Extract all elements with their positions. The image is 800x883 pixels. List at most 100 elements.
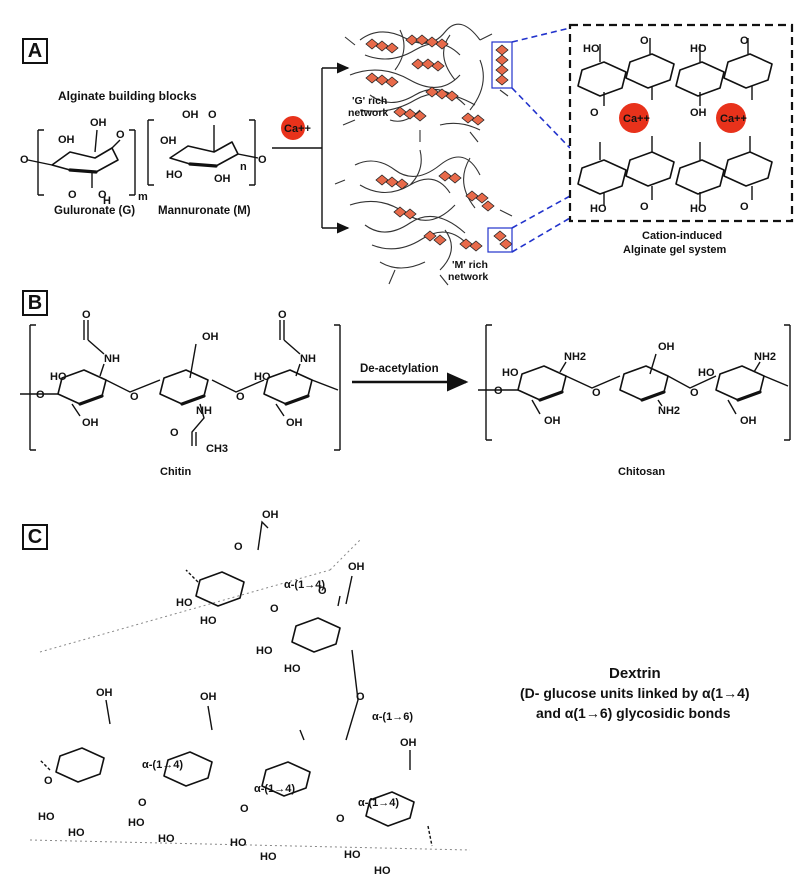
svg-text:O: O (116, 129, 125, 141)
svg-text:O: O (130, 391, 139, 403)
svg-text:CH3: CH3 (206, 443, 228, 455)
svg-text:O: O (278, 309, 287, 321)
svg-text:HO: HO (284, 663, 301, 675)
svg-text:α-(1→4): α-(1→4) (142, 759, 183, 771)
svg-text:OH: OH (200, 691, 217, 703)
chitin-structure: O O O NH O NH O HO HO OH OH OH NH O CH3 (20, 309, 341, 455)
deacetylation-label: De-acetylation (360, 363, 439, 375)
svg-text:OH: OH (658, 341, 675, 353)
svg-text:α-(1→4): α-(1→4) (284, 579, 325, 591)
repeat-n: n (240, 161, 247, 173)
svg-text:O: O (98, 189, 107, 201)
panel-a-badge: A (22, 38, 48, 64)
panel-b: O O O NH O NH O HO HO OH OH OH NH O CH3 … (20, 309, 791, 478)
svg-text:OH: OH (214, 173, 231, 185)
svg-text:O: O (356, 691, 365, 703)
guluronate-structure: O OH OH O O O H m (20, 117, 148, 207)
svg-text:O: O (336, 813, 345, 825)
svg-text:HO: HO (374, 865, 391, 877)
svg-text:HO: HO (200, 615, 217, 627)
svg-text:OH: OH (286, 417, 303, 429)
svg-text:O: O (592, 387, 601, 399)
svg-text:HO: HO (50, 371, 67, 383)
svg-text:NH2: NH2 (564, 351, 586, 363)
svg-text:OH: OH (262, 509, 279, 521)
zoom-lines (511, 27, 571, 253)
svg-text:HO: HO (590, 203, 607, 215)
svg-text:HO: HO (256, 645, 273, 657)
svg-text:O: O (170, 427, 179, 439)
panel-a: Alginate building blocks O OH OH O O O H… (20, 23, 794, 286)
svg-text:HO: HO (158, 833, 175, 845)
svg-text:'M' rich: 'M' rich (452, 259, 488, 271)
svg-text:OH: OH (544, 415, 561, 427)
svg-text:O: O (234, 541, 243, 553)
svg-text:HO: HO (502, 367, 519, 379)
svg-text:OH: OH (160, 135, 177, 147)
chitosan-label: Chitosan (618, 466, 665, 478)
svg-text:OH: OH (740, 415, 757, 427)
guluronate-label: Guluronate (G) (54, 205, 135, 217)
svg-text:OH: OH (182, 109, 199, 121)
svg-text:HO: HO (583, 43, 600, 55)
svg-text:O: O (494, 385, 503, 397)
mannuronate-structure: OH O OH HO OH n O (147, 109, 267, 186)
svg-text:OH: OH (96, 687, 113, 699)
repeat-m: m (138, 191, 148, 203)
svg-text:HO: HO (690, 203, 707, 215)
svg-text:O: O (68, 189, 77, 201)
svg-text:HO: HO (176, 597, 193, 609)
mannuronate-label: Mannuronate (M) (158, 205, 251, 217)
svg-text:α-(1→4): α-(1→4) (254, 783, 295, 795)
panel-b-badge: B (22, 290, 48, 316)
chitin-label: Chitin (160, 466, 191, 478)
svg-text:OH: OH (90, 117, 107, 129)
svg-text:H: H (103, 195, 111, 207)
g-rich-network: 'G' rich network (342, 23, 513, 143)
svg-text:HO: HO (230, 837, 247, 849)
svg-text:OH: OH (690, 107, 707, 119)
svg-text:HO: HO (254, 371, 271, 383)
svg-text:O: O (590, 107, 599, 119)
svg-text:Ca++: Ca++ (284, 123, 311, 135)
svg-text:O: O (44, 775, 53, 787)
svg-text:Ca++: Ca++ (623, 113, 650, 125)
svg-text:network: network (448, 271, 488, 283)
gel-caption-2: Alginate gel system (623, 244, 727, 256)
svg-text:HO: HO (690, 43, 707, 55)
svg-text:HO: HO (128, 817, 145, 829)
svg-text:O: O (236, 391, 245, 403)
svg-text:O: O (640, 35, 649, 47)
svg-text:O: O (258, 154, 267, 166)
svg-text:HO: HO (68, 827, 85, 839)
svg-text:HO: HO (166, 169, 183, 181)
svg-text:O: O (82, 309, 91, 321)
svg-text:O: O (740, 35, 749, 47)
m-zoom-box (487, 227, 513, 253)
svg-text:O: O (690, 387, 699, 399)
svg-text:NH: NH (300, 353, 316, 365)
svg-text:NH: NH (104, 353, 120, 365)
svg-text:OH: OH (400, 737, 417, 749)
svg-text:O: O (20, 154, 29, 166)
svg-text:network: network (348, 107, 388, 119)
svg-text:Ca++: Ca++ (720, 113, 747, 125)
alginate-header: Alginate building blocks (58, 89, 197, 103)
svg-text:'G' rich: 'G' rich (352, 95, 387, 107)
svg-text:O: O (138, 797, 147, 809)
svg-text:α-(1→4): α-(1→4) (358, 797, 399, 809)
svg-text:OH: OH (202, 331, 219, 343)
panel-c: OH O HO HO O α-(1→4) O OH HO HO O α-(1→6… (29, 509, 471, 877)
dextrin-desc-1: (D- glucose units linked by α(1→4) (520, 685, 750, 701)
calcium-ion (281, 116, 305, 140)
gel-inset: HO O HO O O OH HO HO O O Ca++ Ca++ (568, 23, 794, 223)
g-zoom-box (491, 41, 513, 89)
svg-text:OH: OH (348, 561, 365, 573)
svg-text:HO: HO (344, 849, 361, 861)
chitosan-structure: O O O NH2 NH2 HO HO OH OH OH NH2 (478, 324, 791, 441)
svg-text:HO: HO (698, 367, 715, 379)
svg-text:O: O (640, 201, 649, 213)
svg-text:α-(1→6): α-(1→6) (372, 711, 413, 723)
svg-text:HO: HO (38, 811, 55, 823)
